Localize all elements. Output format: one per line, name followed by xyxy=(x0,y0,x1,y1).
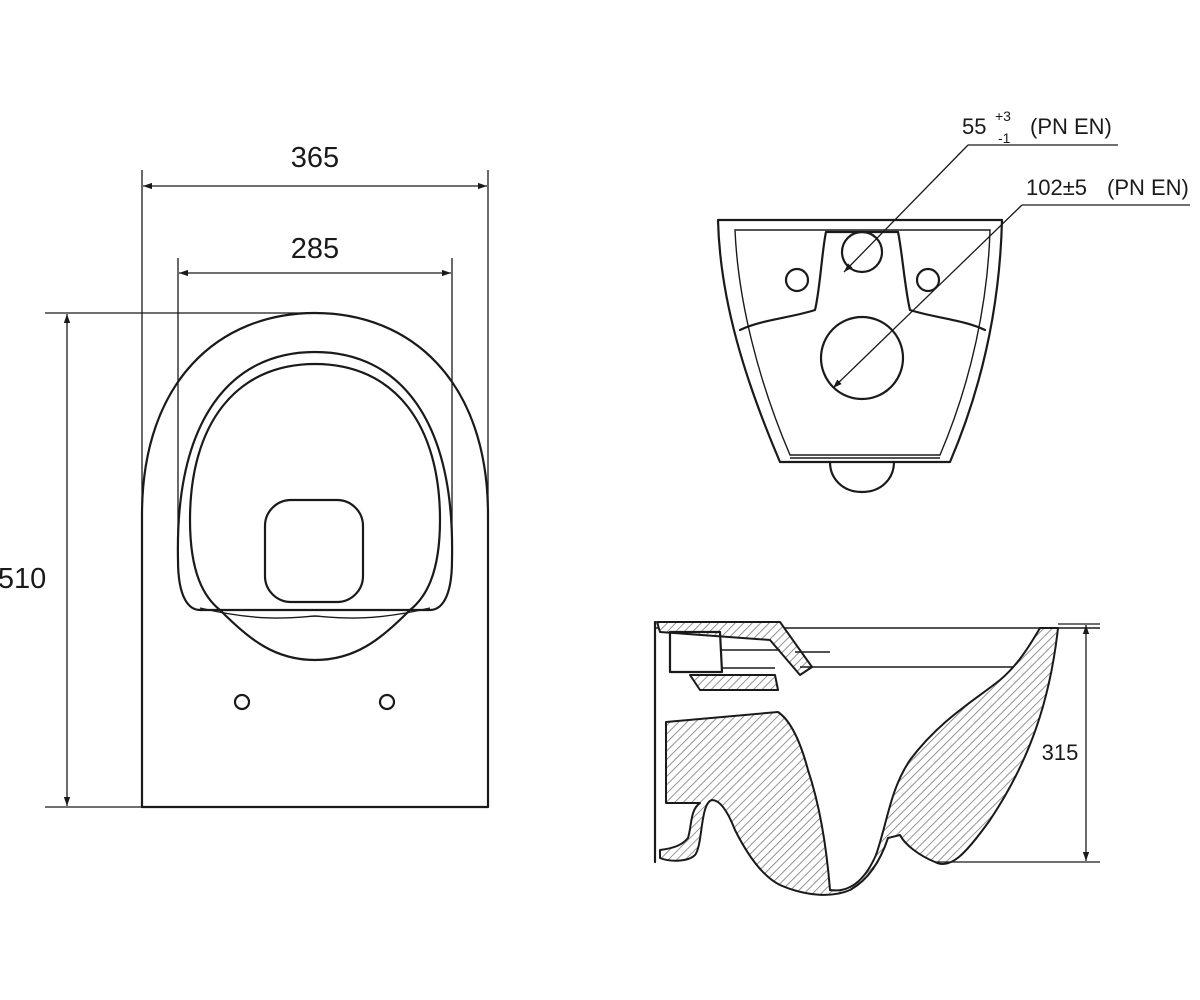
rear-mount-hole-right xyxy=(915,267,941,293)
rear-drain xyxy=(828,460,896,494)
inlet-hole-large xyxy=(819,315,905,401)
inlet-box xyxy=(668,630,724,674)
seat-front-edge xyxy=(199,607,431,619)
callout-inlet-standard: (PN EN) xyxy=(1107,175,1189,200)
top-view: 365 285 510 xyxy=(0,142,490,809)
callout-outlet-tol-minus: -1 xyxy=(998,130,1011,146)
leader-inlet-diameter xyxy=(832,204,1023,389)
rear-view: 55 +3 -1 (PN EN) 102±5 (PN EN) xyxy=(716,108,1190,494)
rear-plate xyxy=(738,230,987,332)
dim-seat-width: 285 xyxy=(291,233,339,265)
outlet-hole-small xyxy=(840,230,884,274)
rear-inner-outline xyxy=(734,229,991,456)
callout-outlet-standard: (PN EN) xyxy=(1030,114,1112,139)
dim-height: 315 xyxy=(1042,740,1079,765)
rim-section-lower xyxy=(689,674,779,691)
side-section-view: 315 xyxy=(653,620,1100,896)
callout-inlet-value: 102±5 xyxy=(1026,175,1087,200)
rim-section-top xyxy=(656,621,813,676)
seat-inner xyxy=(188,362,442,662)
seat-outer xyxy=(176,350,454,612)
dim-total-width: 365 xyxy=(291,142,339,174)
rear-outer-outline xyxy=(716,218,1004,464)
seat-mount-hole-left xyxy=(233,693,251,711)
callout-outlet-tol-plus: +3 xyxy=(995,108,1011,124)
callout-outlet-value: 55 xyxy=(962,114,986,139)
bowl-outline xyxy=(140,311,490,809)
bowl-body-section xyxy=(659,627,1059,896)
dim-total-length: 510 xyxy=(0,563,46,595)
bowl-opening xyxy=(263,498,365,604)
leader-outlet-diameter xyxy=(843,144,969,273)
seat-mount-hole-right xyxy=(378,693,396,711)
rear-mount-hole-left xyxy=(784,267,810,293)
